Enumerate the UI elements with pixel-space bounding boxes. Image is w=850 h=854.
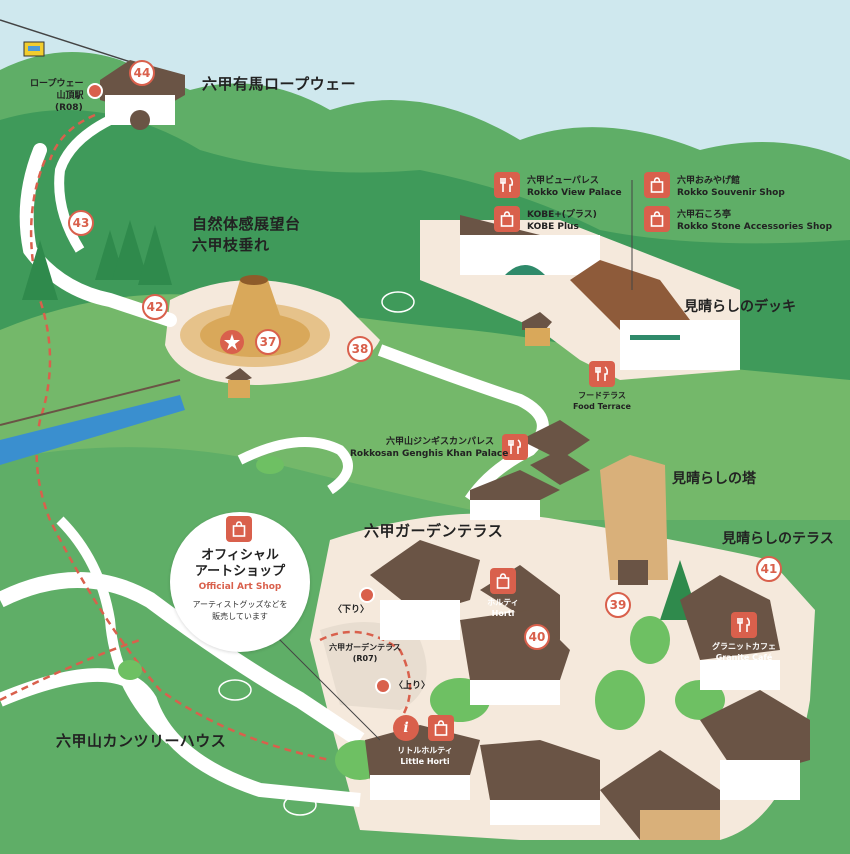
art-shop-desc-line1: アーティストグッズなどを xyxy=(192,600,288,609)
pin-41[interactable]: 41 xyxy=(756,556,782,582)
shopping-bag-icon xyxy=(490,568,516,594)
restaurant-icon xyxy=(502,434,528,460)
restaurant-icon xyxy=(589,361,615,387)
pin-39[interactable]: 39 xyxy=(605,592,631,618)
pin-38[interactable]: 38 xyxy=(347,336,373,362)
pin-40[interactable]: 40 xyxy=(524,624,550,650)
food-terrace-jp: フードテラス xyxy=(578,391,626,400)
little-horti-en: Little Horti xyxy=(400,757,450,766)
genghis-khan-jp: 六甲山ジンギスカンパレス xyxy=(385,437,494,447)
art-shop-title-line2: アートショップ xyxy=(194,564,286,579)
souvenir-shop-jp: 六甲おみやげ館 xyxy=(677,176,741,186)
stone-shop-jp: 六甲石ころ亭 xyxy=(677,210,732,220)
granite-cafe-en: Granite Café xyxy=(715,653,773,662)
food-terrace-en: Food Terrace xyxy=(573,402,631,411)
restaurant-icon xyxy=(731,612,757,638)
shopping-bag-icon xyxy=(644,206,670,232)
bus-down-label: 〈下り〉 xyxy=(333,605,370,615)
shopping-bag-icon xyxy=(226,516,252,542)
view-palace-jp: 六甲ビューパレス xyxy=(527,176,599,186)
horti-en: Horti xyxy=(491,609,515,618)
pin-43[interactable]: 43 xyxy=(68,210,94,236)
shopping-bag-icon xyxy=(644,172,670,198)
bus-stop-code: (R07) xyxy=(352,654,378,663)
ropeway-label: 六甲有馬ロープウェー xyxy=(202,75,357,93)
pin-37[interactable]: 37 xyxy=(255,329,281,355)
ropeway-station-label: ロープウェー 山頂駅 xyxy=(30,79,84,101)
art-shop-callout: オフィシャル アートショップ Official Art Shop アーティストグ… xyxy=(170,512,310,652)
kobe-plus-jp: KOBE+(プラス) xyxy=(527,210,597,220)
observatory-label-line2: 六甲枝垂れ xyxy=(192,236,270,254)
shopping-bag-icon xyxy=(428,715,454,741)
observatory-label-line1: 自然体感展望台 xyxy=(192,215,301,233)
info-icon: i xyxy=(393,715,419,741)
view-tower-label: 見晴らしの塔 xyxy=(672,471,756,487)
art-shop-title-en: Official Art Shop xyxy=(198,582,282,592)
art-shop-desc-line2: 販売しています xyxy=(212,612,268,621)
pin-44[interactable]: 44 xyxy=(129,60,155,86)
pin-42[interactable]: 42 xyxy=(142,294,168,320)
little-horti-jp: リトルホルティ xyxy=(397,746,453,755)
kobe-plus-en: KOBE Plus xyxy=(527,222,579,232)
restaurant-icon xyxy=(494,172,520,198)
stone-shop-en: Rokko Stone Accessories Shop xyxy=(677,222,833,232)
art-shop-title-line1: オフィシャル xyxy=(201,548,279,563)
view-deck-label: 見晴らしのデッキ xyxy=(684,299,796,315)
genghis-khan-en: Rokkosan Genghis Khan Palace xyxy=(350,449,509,459)
bus-stop-label: 六甲ガーデンテラス xyxy=(329,643,401,652)
souvenir-shop-en: Rokko Souvenir Shop xyxy=(677,188,785,198)
country-house-label: 六甲山カンツリーハウス xyxy=(56,732,227,750)
horti-jp: ホルティ xyxy=(487,598,519,607)
granite-cafe-jp: グラニットカフェ xyxy=(712,642,776,651)
view-terrace-label: 見晴らしのテラス xyxy=(722,531,834,547)
view-palace-en: Rokko View Palace xyxy=(527,188,622,198)
bus-up-label: 〈上り〉 xyxy=(394,681,431,691)
shopping-bag-icon xyxy=(494,206,520,232)
ropeway-station-code: (R08) xyxy=(55,103,83,113)
garden-terrace-label: 六甲ガーデンテラス xyxy=(364,522,504,540)
